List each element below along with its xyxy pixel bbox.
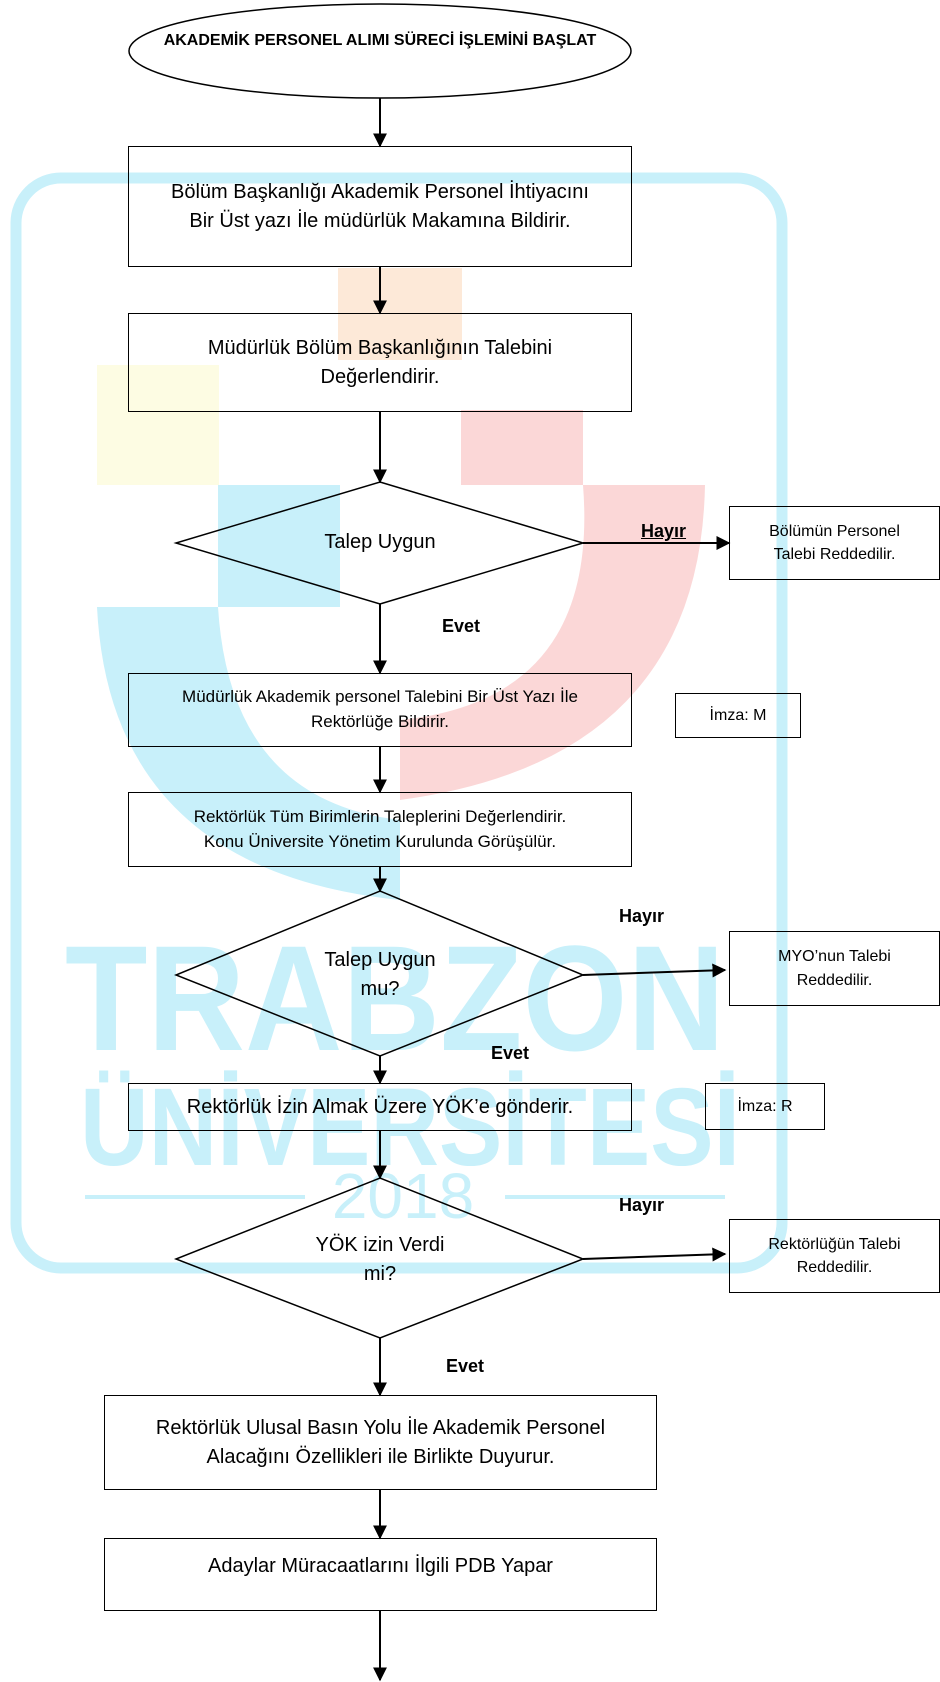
step-announce-publicly: Rektörlük Ulusal Basın Yolu İle Akademik…	[104, 1395, 657, 1490]
watermark-square-red	[461, 410, 583, 485]
watermark-square-yellow	[97, 365, 219, 485]
decision1-text: Talep Uygun	[250, 520, 510, 564]
step-evaluate-request-label: Müdürlük Bölüm Başkanlığının Talebini De…	[207, 336, 553, 388]
decision2-text: Talep Uygun mu?	[250, 940, 510, 1010]
decision3-yes-label: Evet	[446, 1356, 485, 1376]
decision1-label: Talep Uygun	[324, 530, 436, 553]
watermark-line1: TRABZON	[65, 914, 725, 1082]
reject-department-request: Bölümün Personel Talebi Reddedilir.	[729, 506, 940, 580]
signature-r-label: İmza: R	[737, 1097, 793, 1115]
step-candidates-apply-label: Adaylar Müracaatlarını İlgili PDB Yapar	[208, 1555, 553, 1577]
start-terminator: AKADEMİK PERSONEL ALIMI SÜRECİ İŞLEMİNİ …	[160, 18, 600, 78]
decision3-no-label: Hayır	[619, 1195, 665, 1215]
reject-rectorate-label: Rektörlüğün Talebi Reddedilir.	[768, 1235, 901, 1276]
decision1-no-label: Hayır	[641, 521, 687, 541]
watermark-year: 2018	[332, 1160, 474, 1232]
step-evaluate-request: Müdürlük Bölüm Başkanlığının Talebini De…	[128, 313, 632, 412]
watermark-arc-red	[400, 485, 705, 800]
reject-myo-request: MYO’nun Talebi Reddedilir.	[729, 931, 940, 1006]
step-candidates-apply: Adaylar Müracaatlarını İlgili PDB Yapar	[104, 1538, 657, 1611]
step-send-to-yok: Rektörlük İzin Almak Üzere YÖK’e gönderi…	[128, 1083, 632, 1131]
arrow-decision3-reject	[582, 1247, 727, 1262]
decision2-shape	[173, 890, 585, 1057]
decision1-shape	[173, 481, 586, 605]
watermark-square-orange	[338, 268, 462, 360]
watermark-arc-cyan	[97, 607, 400, 900]
decision3-shape	[173, 1177, 586, 1339]
decision3-text: YÖK izin Verdi mi?	[250, 1225, 510, 1295]
step-request-need-label: Bölüm Başkanlığı Akademik Personel İhtiy…	[171, 180, 589, 232]
arrow-decision2-reject	[582, 963, 727, 978]
reject-rectorate-request: Rektörlüğün Talebi Reddedilir.	[729, 1219, 940, 1293]
watermark-frame	[10, 172, 788, 1274]
decision2-no-label: Hayır	[619, 906, 665, 926]
step-forward-to-rectorate-label: Müdürlük Akademik personel Talebini Bir …	[182, 687, 578, 731]
decision1-yes-label: Evet	[442, 616, 481, 636]
reject-department-label: Bölümün Personel Talebi Reddedilir.	[769, 522, 900, 563]
start-label: AKADEMİK PERSONEL ALIMI SÜRECİ İŞLEMİNİ …	[163, 32, 597, 49]
signature-r: İmza: R	[705, 1083, 825, 1130]
step-announce-publicly-label: Rektörlük Ulusal Basın Yolu İle Akademik…	[155, 1416, 606, 1468]
step-rectorate-evaluates: Rektörlük Tüm Birimlerin Taleplerini Değ…	[128, 792, 632, 867]
signature-m-label: İmza: M	[709, 706, 767, 724]
step-rectorate-evaluates-label: Rektörlük Tüm Birimlerin Taleplerini Değ…	[193, 806, 567, 851]
signature-m: İmza: M	[675, 693, 801, 738]
step-forward-to-rectorate: Müdürlük Akademik personel Talebini Bir …	[128, 673, 632, 747]
step-send-to-yok-label: Rektörlük İzin Almak Üzere YÖK’e gönderi…	[186, 1095, 574, 1118]
decision3-label: YÖK izin Verdi mi?	[315, 1234, 445, 1285]
decision2-label: Talep Uygun mu?	[324, 949, 436, 1000]
step-request-need: Bölüm Başkanlığı Akademik Personel İhtiy…	[128, 146, 632, 267]
decision2-yes-label: Evet	[491, 1043, 530, 1063]
reject-myo-label: MYO’nun Talebi Reddedilir.	[778, 948, 891, 989]
start-terminator-shape	[128, 3, 632, 99]
watermark-line2: ÜNİVERSİTESİ	[80, 1066, 740, 1189]
